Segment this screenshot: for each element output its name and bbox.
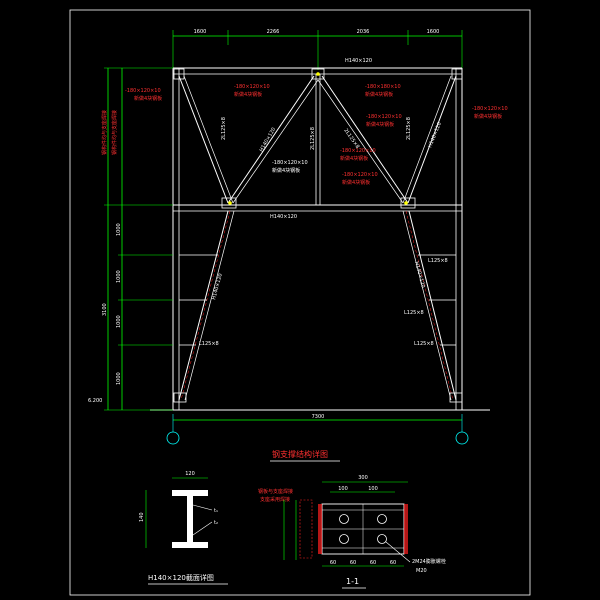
frame-annotations: H140×120 H140×120 -180×120×10 新做4块钢板 -18… [125,58,508,347]
grid-bubble-right [455,431,469,445]
top-dim-2: 2266 [267,29,280,35]
sheet-border [69,9,531,596]
plate-note-5: -180×120×10 [340,148,376,154]
plate-sub-2: 新做4块钢板 [365,91,393,98]
left-dim-1: 1000 [116,223,122,236]
left-dim-3: 1000 [116,315,122,328]
h-section-title: H140×120截面详图 [148,573,214,582]
t2-label: t₂ [214,520,218,526]
angle-label-3: L125×8 [414,341,434,347]
brace-small-right: 2L125×8 [406,117,412,140]
brace-main-right: H140×120 [427,121,443,148]
left-dim-2: 1000 [116,270,122,283]
left-dim-4: 1000 [116,372,122,385]
bolt-hole-1 [339,514,349,524]
sec1-top-dim: 300 [358,475,368,481]
plate-sub-3: 新做4块钢板 [366,121,394,128]
bottom-dim-label: 7300 [312,414,325,420]
brace-main-upper: H140×120 [259,127,278,153]
plate-note-3: -180×120×10 [366,114,402,120]
title-main: 钢支撑结构详图 [272,449,328,459]
angle-label-1: L125×8 [428,258,448,264]
plate-note-1: -180×120×10 [234,84,270,90]
plate-sub-5: 新做4块钢板 [340,155,368,162]
section-1-1-detail: 300 100 100 钢板与支座焊接 支座采用焊接 60 60 60 60 2… [258,475,446,589]
bolt-sub: M20 [416,568,427,574]
h-section-width: 120 [185,471,195,477]
right-plate-sub: 新做4块钢板 [474,113,502,120]
lower-braces [173,210,463,403]
t1-label: t₁ [214,508,218,514]
sec1-bottom-dim-4: 60 [390,560,396,566]
left-note-2: 钢构件均与支座焊接 [111,110,118,155]
drawing-title: 钢支撑结构详图 [270,449,340,462]
plate-sub-6: 新做4块钢板 [342,179,370,186]
upper-truss [173,68,463,209]
angle-label-2: L125×8 [404,310,424,316]
grid-bubble-left [166,431,180,445]
bolt-hole-4 [377,534,387,544]
bolt-hole-2 [377,514,387,524]
top-dim-3: 2036 [357,29,370,35]
top-dim-4: 1600 [427,29,440,35]
left-note-1: 钢构件均与支座焊接 [101,110,108,155]
plate-sub-4: 新做4块钢板 [272,167,300,174]
sec1-note-1: 钢板与支座焊接 [258,488,293,495]
brace-main-lower-right: H140×120 [413,261,426,289]
plate-sub-1: 新做4块钢板 [234,91,262,98]
beam-top-label: H140×120 [345,58,372,64]
top-dim-1: 1600 [194,29,207,35]
elevation-label: 6.200 [88,398,102,404]
left-dimensions: 钢构件均与支座焊接 钢构件均与支座焊接 1000 1000 1000 1000 … [88,67,173,411]
bolt-note: 2M24膨胀螺栓 [412,558,446,565]
brace-small-mid: 2L125×8 [310,127,316,150]
h-top-flange [172,490,208,496]
sec1-sub-dim-2: 100 [368,486,378,492]
brace-top-right: 2L125×8 [342,128,360,150]
plate-note-4: -180×120×10 [272,160,308,166]
brace-small-left: 2L125×8 [221,117,227,140]
left-plate-sub: 新做4块钢板 [134,95,162,102]
sec1-bottom-dim-1: 60 [330,560,336,566]
angle-label-4: L125×8 [199,341,219,347]
h-web [187,496,193,542]
bottom-dimension: 7300 [166,414,469,445]
left-total-dim: 3100 [102,303,108,316]
h-section-detail: 120 140 t₁ t₂ H140×120截面详图 [139,471,228,585]
beam-mid-label: H140×120 [270,214,297,220]
sec1-sub-dim-1: 100 [338,486,348,492]
sec1-bottom-dim-2: 60 [350,560,356,566]
sec1-bottom-dim-3: 60 [370,560,376,566]
bolt-hole-3 [339,534,349,544]
right-plate-note: -180×120×10 [472,106,508,112]
sec1-note-2: 支座采用焊接 [260,496,290,503]
brace-main-lower-left: H140×120 [211,273,224,301]
h-section-height: 140 [139,512,145,522]
top-dimension-line: 1600 2266 2036 1600 [172,29,463,70]
plate-note-6: -180×120×10 [342,172,378,178]
left-plate-note: -180×120×10 [125,88,161,94]
section-1-title: 1-1 [346,577,359,586]
plate-note-2: -180×180×10 [365,84,401,90]
h-bottom-flange [172,542,208,548]
